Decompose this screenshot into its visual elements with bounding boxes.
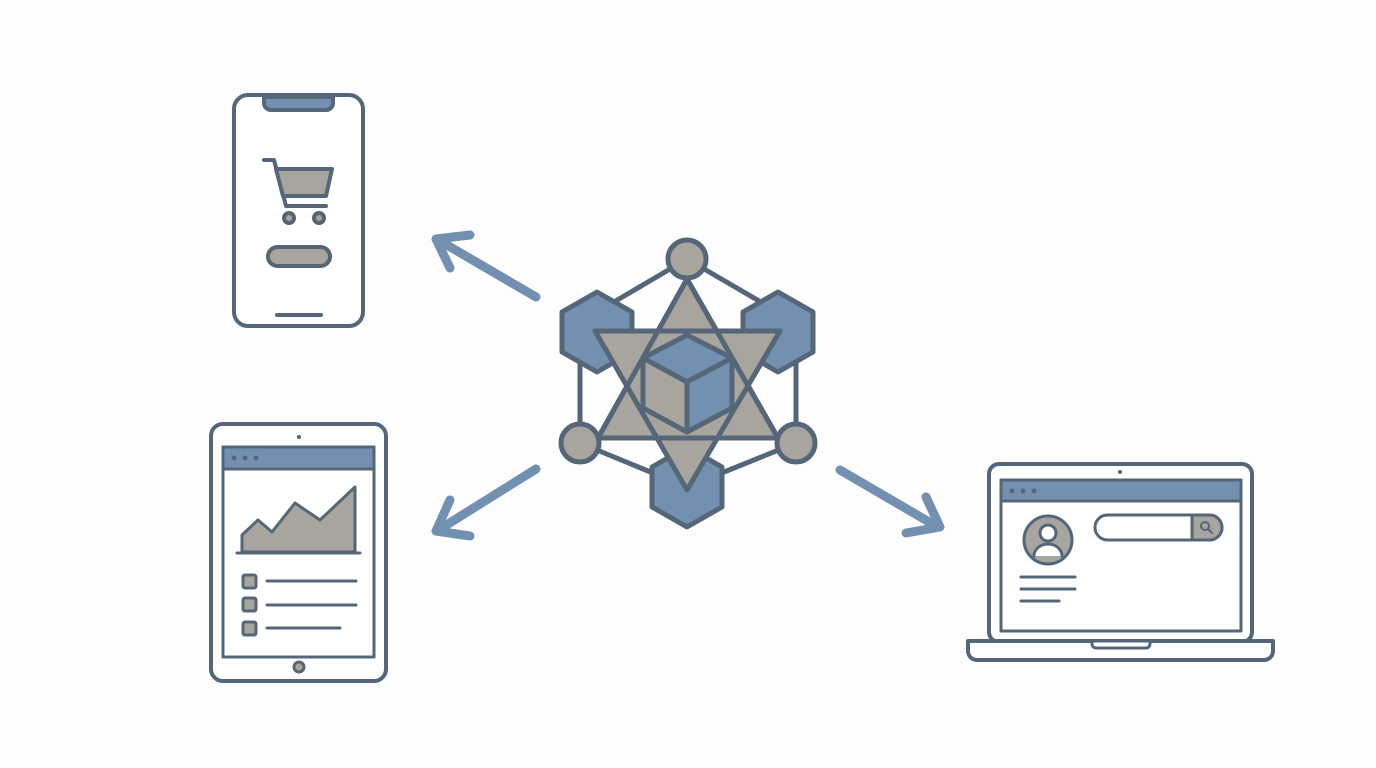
rect-shape <box>232 93 365 328</box>
path-shape <box>1190 513 1224 542</box>
arrow-to-tablet-icon <box>431 464 541 541</box>
laptop-base <box>966 639 1275 662</box>
tablet-header-bar <box>221 445 376 471</box>
laptop-header-bar <box>999 478 1243 503</box>
tablet-home-button <box>292 660 306 674</box>
checklist <box>241 573 358 637</box>
search-bar <box>1093 513 1224 542</box>
polygon-shape <box>684 355 735 435</box>
phone-button <box>266 245 332 268</box>
tablet-analytics-dashboard-icon <box>209 422 388 683</box>
cube-icon <box>640 332 735 435</box>
path-shape <box>1032 542 1064 558</box>
area-chart <box>240 485 357 554</box>
circle-shape <box>1009 488 1015 494</box>
shopping-cart-icon <box>262 158 334 225</box>
path-shape <box>1090 639 1152 650</box>
circle-shape <box>231 455 237 461</box>
rect-shape <box>241 620 258 637</box>
line-shape <box>435 464 541 534</box>
line-shape <box>835 465 941 531</box>
arrow-to-phone-icon <box>431 230 541 302</box>
phone-notch <box>262 95 335 112</box>
node-right <box>774 421 818 465</box>
circle-shape <box>312 211 326 225</box>
circle-shape <box>282 211 296 225</box>
polyline-shape <box>431 495 475 541</box>
polygon-shape <box>274 167 334 198</box>
node-top <box>665 237 709 281</box>
line-shape <box>1207 528 1213 534</box>
circle-shape <box>253 455 259 461</box>
polyline-shape <box>431 230 475 273</box>
line-shape <box>435 236 541 302</box>
profile-text-lines <box>1019 575 1077 603</box>
tablet-camera <box>297 435 301 439</box>
smartphone-shopping-cart-icon <box>232 93 365 328</box>
node-left <box>558 421 602 465</box>
circle-shape <box>1118 470 1122 474</box>
circle-shape <box>1020 488 1026 494</box>
network-cube-hub-icon <box>558 237 818 530</box>
laptop-profile-search-icon <box>966 462 1275 662</box>
search-icon <box>1200 521 1213 534</box>
avatar-icon <box>1022 514 1074 566</box>
rect-shape <box>241 596 258 613</box>
rect-shape <box>241 573 258 590</box>
circle-shape <box>1200 521 1210 531</box>
polyline-shape <box>901 492 945 538</box>
circle-shape <box>242 455 248 461</box>
circle-shape <box>1038 523 1058 543</box>
circle-shape <box>1031 488 1037 494</box>
arrow-to-laptop-icon <box>835 465 945 538</box>
